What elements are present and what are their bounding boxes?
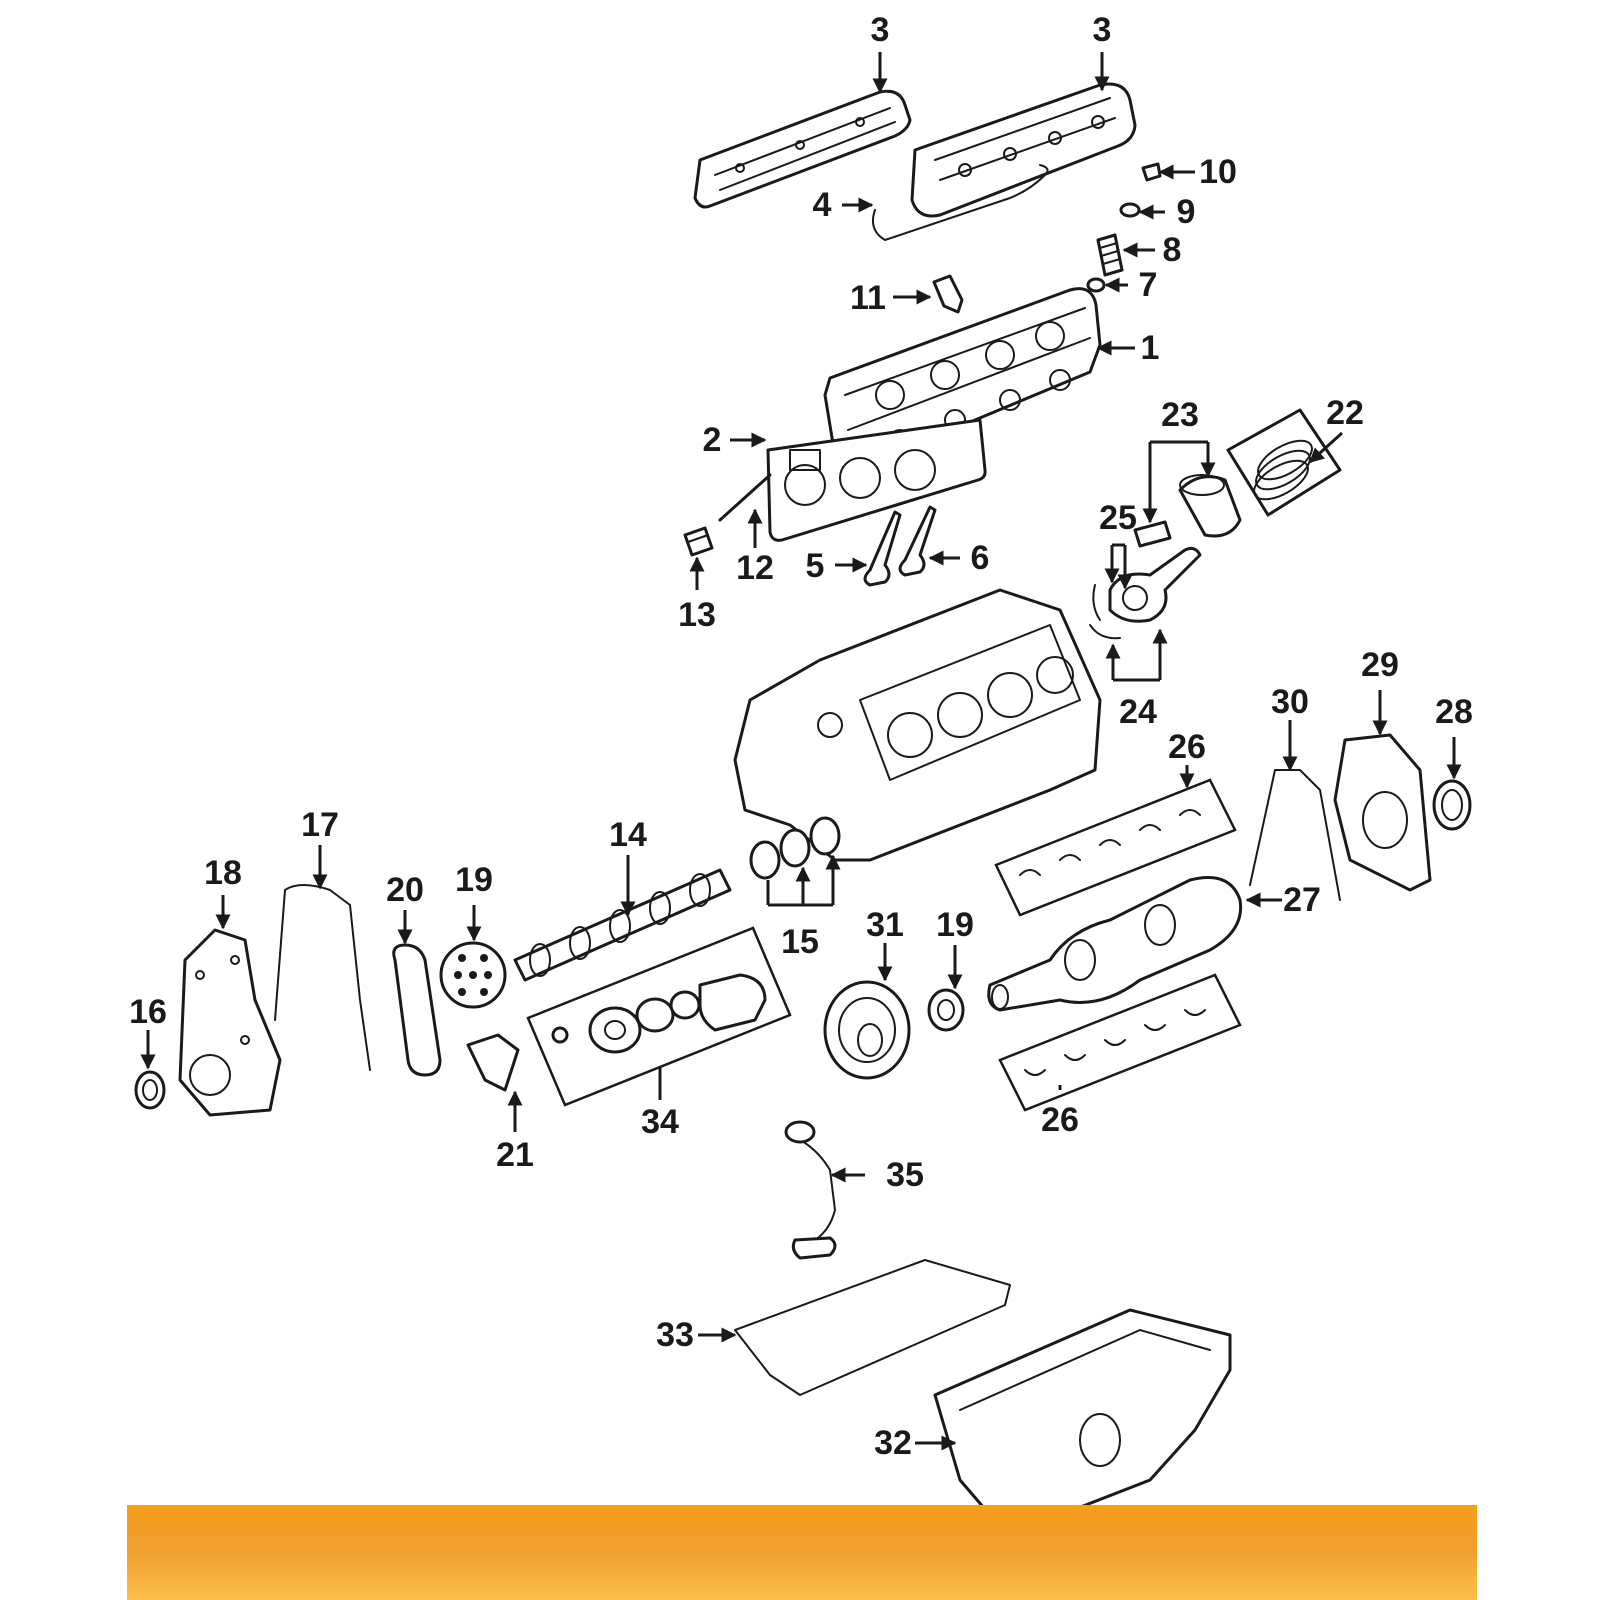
callout-label: 30 xyxy=(1271,683,1309,721)
callout-label: 3 xyxy=(1093,11,1112,49)
part-rear-main-seal xyxy=(1432,779,1472,831)
callout-label: 9 xyxy=(1177,193,1196,231)
callout-label: 33 xyxy=(656,1316,694,1354)
callout-label: 26 xyxy=(1168,728,1206,766)
callout-label: 35 xyxy=(886,1156,924,1194)
callout-label: 5 xyxy=(806,547,825,585)
part-cam-bearings xyxy=(749,816,841,880)
part-lifter xyxy=(683,526,714,557)
callout-label: 29 xyxy=(1361,646,1399,684)
part-valve-cover-gasket xyxy=(872,164,1049,241)
callout-label: 4 xyxy=(813,186,832,224)
callout-label: 17 xyxy=(301,806,339,844)
callout-labels: 3 3 4 10 9 8 7 11 1 2 12 13 5 6 22 23 25… xyxy=(129,11,1473,1462)
part-chain-tensioner xyxy=(466,1033,520,1092)
part-cylinder-head xyxy=(823,287,1102,473)
callout-label: 19 xyxy=(455,861,493,899)
part-oil-pump-group xyxy=(526,926,792,1107)
callout-label: 19 xyxy=(936,906,974,944)
callout-label: 21 xyxy=(496,1136,534,1174)
callout-label: 2 xyxy=(703,421,722,459)
part-oil-pickup-tube xyxy=(784,1120,837,1260)
part-harmonic-balancer xyxy=(823,980,911,1080)
part-piston-rings xyxy=(1226,408,1342,517)
part-pushrod xyxy=(718,473,772,522)
part-exhaust-valve xyxy=(898,505,937,577)
part-valve-spring xyxy=(1096,233,1124,277)
part-rod-bearings xyxy=(1089,584,1121,640)
bottom-banner xyxy=(127,1505,1477,1600)
callout-label: 1 xyxy=(1141,329,1160,367)
callout-label: 34 xyxy=(641,1103,679,1141)
callout-label: 31 xyxy=(866,906,904,944)
part-piston xyxy=(1178,474,1242,538)
callout-label: 11 xyxy=(850,279,886,317)
callout-label: 24 xyxy=(1119,693,1157,731)
leaders xyxy=(140,52,1462,1451)
part-main-bearings-lower xyxy=(998,973,1242,1112)
callout-label: 6 xyxy=(971,539,990,577)
part-valve-seal xyxy=(1086,277,1106,293)
callout-label: 20 xyxy=(386,871,424,909)
part-valve-tip xyxy=(1141,162,1162,182)
callout-label: 12 xyxy=(736,549,774,587)
part-valve-keeper xyxy=(1119,202,1141,218)
callout-label: 10 xyxy=(1199,153,1237,191)
part-valve-cover-right xyxy=(910,82,1137,218)
part-connecting-rod xyxy=(1108,546,1202,623)
part-oil-pan-gasket xyxy=(734,1259,1011,1396)
callout-label: 3 xyxy=(871,11,890,49)
part-valve-cover-left xyxy=(693,89,912,209)
part-crank-sprocket xyxy=(927,988,965,1032)
callout-label: 15 xyxy=(781,923,819,961)
part-rocker-arm xyxy=(932,274,964,314)
callout-label: 14 xyxy=(609,816,647,854)
callout-label: 16 xyxy=(129,993,167,1031)
callout-label: 8 xyxy=(1163,231,1182,269)
callout-label: 18 xyxy=(204,854,242,892)
callout-label: 22 xyxy=(1326,394,1364,432)
part-oil-pan xyxy=(933,1308,1232,1517)
callout-label: 28 xyxy=(1435,693,1473,731)
callout-label: 13 xyxy=(678,596,716,634)
part-timing-chain xyxy=(392,943,442,1077)
part-main-bearings-upper xyxy=(994,778,1237,917)
callout-label: 26 xyxy=(1041,1101,1079,1139)
part-intake-valve xyxy=(863,510,902,587)
part-timing-cover xyxy=(178,928,282,1117)
part-cam-sprocket xyxy=(439,941,507,1009)
callout-label: 7 xyxy=(1139,266,1158,304)
callout-label: 25 xyxy=(1099,499,1137,537)
part-piston-pin xyxy=(1133,520,1172,548)
part-timing-cover-gasket xyxy=(274,884,371,1071)
part-head-gasket xyxy=(766,418,987,542)
part-front-crank-seal xyxy=(134,1070,166,1110)
callout-label: 27 xyxy=(1283,881,1321,919)
part-engine-block xyxy=(733,588,1102,862)
part-rear-cover xyxy=(1333,733,1432,892)
callout-label: 32 xyxy=(874,1424,912,1462)
part-camshaft xyxy=(513,868,732,982)
callout-label: 23 xyxy=(1161,396,1199,434)
part-crankshaft xyxy=(987,876,1243,1012)
part-rear-cover-gasket xyxy=(1249,769,1341,901)
